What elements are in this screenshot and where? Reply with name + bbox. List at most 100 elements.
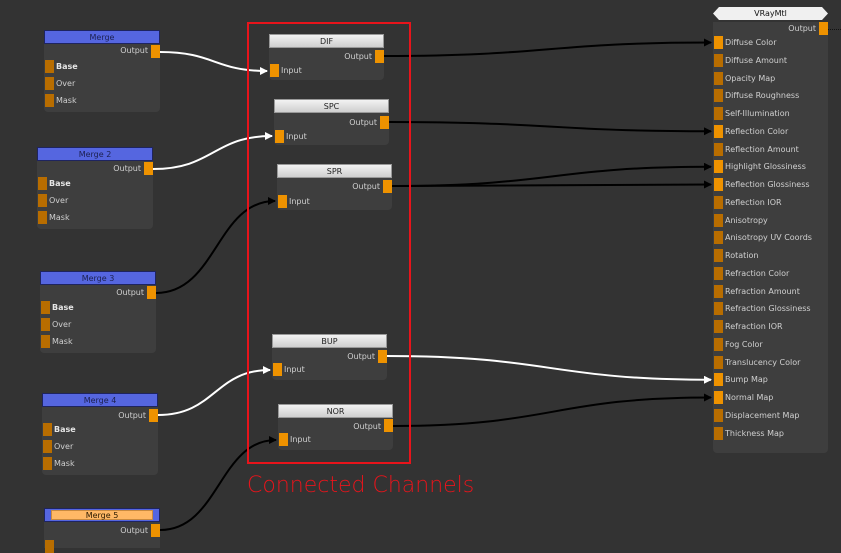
- wire-spc-to-reflection-color[interactable]: [388, 121, 712, 136]
- input-port[interactable]: [714, 408, 723, 422]
- node-title[interactable]: VRayMtl: [713, 7, 828, 20]
- node-title[interactable]: Merge: [44, 30, 160, 44]
- output-port[interactable]: [819, 22, 828, 35]
- wire-merge-4-to-bup[interactable]: [157, 366, 271, 416]
- input-port-mask[interactable]: [38, 211, 47, 224]
- input-port-base[interactable]: [38, 177, 47, 190]
- nor-node[interactable]: NOR Output Input: [278, 404, 393, 450]
- bup-node[interactable]: BUP Output Input: [272, 334, 387, 380]
- input-port[interactable]: [714, 284, 723, 298]
- wire-merge-to-dif[interactable]: [159, 51, 268, 75]
- input-port[interactable]: [714, 178, 723, 191]
- output-port[interactable]: [380, 116, 389, 129]
- merge-4-node[interactable]: Merge 4 Output Base Over Mask: [42, 393, 158, 475]
- input-port[interactable]: [273, 363, 282, 376]
- input-port[interactable]: [714, 124, 723, 138]
- wire-bup-to-bump-map[interactable]: [386, 355, 712, 384]
- input-port[interactable]: [270, 64, 279, 77]
- input-label-over: Over: [56, 79, 76, 88]
- merge-5-node[interactable]: Merge 5 Output: [44, 508, 160, 553]
- input-port-mask[interactable]: [41, 335, 50, 348]
- output-port[interactable]: [149, 409, 158, 422]
- input-port[interactable]: [714, 89, 723, 103]
- input-label: Opacity Map: [725, 73, 776, 83]
- output-label: Output: [120, 46, 148, 55]
- input-label: Reflection Amount: [725, 144, 799, 154]
- input-port-over[interactable]: [45, 77, 54, 90]
- merge-2-node[interactable]: Merge 2 Output Base Over Mask: [37, 147, 153, 229]
- node-title[interactable]: NOR: [278, 404, 393, 418]
- input-label: Refraction IOR: [725, 322, 783, 331]
- input-port[interactable]: [714, 320, 723, 333]
- node-title[interactable]: Merge 2: [37, 147, 153, 161]
- input-port[interactable]: [714, 53, 723, 67]
- wire-dif-to-diffuse-color[interactable]: [383, 38, 712, 57]
- output-port[interactable]: [383, 180, 392, 193]
- input-port[interactable]: [714, 302, 723, 316]
- input-port-base[interactable]: [45, 60, 54, 73]
- input-port[interactable]: [714, 337, 723, 351]
- input-port-base[interactable]: [41, 301, 50, 314]
- input-port[interactable]: [714, 160, 723, 174]
- input-label: Rotation: [725, 251, 759, 260]
- output-port[interactable]: [151, 45, 160, 58]
- node-title-text: Merge 5: [51, 510, 153, 520]
- input-label: Input: [284, 365, 305, 374]
- input-port[interactable]: [714, 195, 723, 209]
- input-port[interactable]: [714, 391, 723, 404]
- output-port[interactable]: [378, 350, 387, 363]
- connected-channels-label: Connected Channels: [247, 473, 475, 498]
- node-title[interactable]: SPC: [274, 99, 389, 113]
- output-label: Output: [347, 352, 375, 361]
- node-title[interactable]: Merge 4: [42, 393, 158, 407]
- output-port[interactable]: [384, 419, 393, 432]
- output-port[interactable]: [144, 162, 153, 175]
- input-port[interactable]: [714, 355, 723, 369]
- input-port[interactable]: [714, 249, 723, 262]
- input-port[interactable]: [714, 266, 723, 280]
- input-port-mask[interactable]: [45, 94, 54, 107]
- input-port[interactable]: [714, 231, 723, 245]
- spr-node[interactable]: SPR Output Input: [277, 164, 392, 210]
- input-label-over: Over: [52, 320, 72, 329]
- output-port[interactable]: [151, 524, 160, 537]
- output-label: Output: [788, 24, 816, 33]
- input-port-over[interactable]: [43, 440, 52, 453]
- merge-3-node[interactable]: Merge 3 Output Base Over Mask: [40, 271, 156, 353]
- input-label: Displacement Map: [725, 410, 800, 420]
- input-port[interactable]: [714, 142, 723, 156]
- wire-merge-5-to-nor[interactable]: [159, 436, 277, 531]
- node-title[interactable]: BUP: [272, 334, 387, 348]
- wire-nor-to-normal-map[interactable]: [392, 393, 712, 427]
- input-port[interactable]: [714, 373, 723, 387]
- input-port[interactable]: [279, 433, 288, 446]
- input-port[interactable]: [278, 195, 287, 208]
- input-port[interactable]: [714, 213, 723, 227]
- input-port[interactable]: [275, 130, 284, 143]
- wire-merge-3-to-spr[interactable]: [155, 197, 276, 294]
- wire-spr-to-reflection-glossiness[interactable]: [391, 180, 712, 189]
- node-title-selected[interactable]: Merge 5: [44, 508, 160, 522]
- input-label-mask: Mask: [54, 459, 75, 468]
- wire-merge-2-to-spc[interactable]: [152, 132, 273, 170]
- merge-node[interactable]: Merge Output Base Over Mask: [44, 30, 160, 112]
- input-port[interactable]: [714, 36, 723, 49]
- node-title[interactable]: SPR: [277, 164, 392, 178]
- node-title[interactable]: Merge 3: [40, 271, 156, 285]
- dif-node[interactable]: DIF Output Input: [269, 34, 384, 80]
- node-title[interactable]: DIF: [269, 34, 384, 48]
- input-port[interactable]: [714, 71, 723, 85]
- output-port[interactable]: [375, 50, 384, 63]
- input-port[interactable]: [714, 107, 723, 120]
- input-port-over[interactable]: [41, 318, 50, 331]
- input-port[interactable]: [714, 426, 723, 440]
- input-port-mask[interactable]: [43, 457, 52, 470]
- input-label: Diffuse Roughness: [725, 91, 800, 101]
- spc-node[interactable]: SPC Output Input: [274, 99, 389, 145]
- output-port[interactable]: [147, 286, 156, 299]
- input-port-base[interactable]: [43, 423, 52, 436]
- input-port-over[interactable]: [38, 194, 47, 207]
- wire-spr-to-highlight-glossiness[interactable]: [391, 162, 712, 187]
